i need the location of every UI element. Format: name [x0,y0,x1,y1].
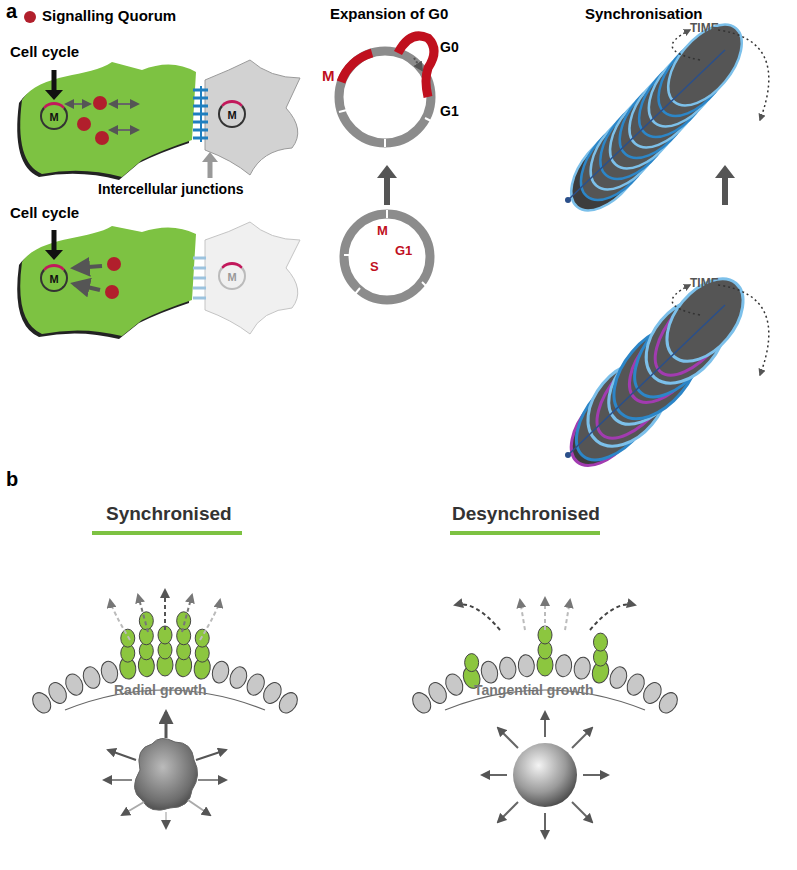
process-label: Cell cycle [10,205,79,222]
phase-label: M [377,224,388,238]
panel-title: Expansion of G0 [330,6,448,23]
legend-swatch [24,11,36,23]
phase-label: M [322,68,335,85]
nucleus: M [40,264,68,292]
panel-heading: Synchronised [106,504,232,525]
nucleus: M [40,102,68,130]
growth-label: Radial growth [114,683,207,698]
panel-heading: Desynchronised [452,504,600,525]
nucleus: M [218,100,246,128]
phase-label: S [370,260,379,274]
phase-letter: M [49,273,58,285]
panel-letter: a [6,0,17,22]
process-label: Cell cycle [10,44,79,61]
axis-label: TIME [690,22,719,35]
phase-label: G0 [440,40,459,55]
phase-letter: M [227,109,236,121]
panel-title: Synchronisation [585,6,703,23]
phase-letter: M [227,271,236,283]
phase-label: G1 [395,244,412,258]
panel-letter: b [6,468,18,490]
phase-letter: M [49,111,58,123]
nucleus: M [218,262,246,290]
structure-label: Intercellular junctions [98,182,243,197]
phase-label: G1 [440,104,459,119]
axis-label: TIME [690,277,719,290]
legend-text: Signalling Quorum [42,8,176,25]
growth-label: Tangential growth [474,683,594,698]
